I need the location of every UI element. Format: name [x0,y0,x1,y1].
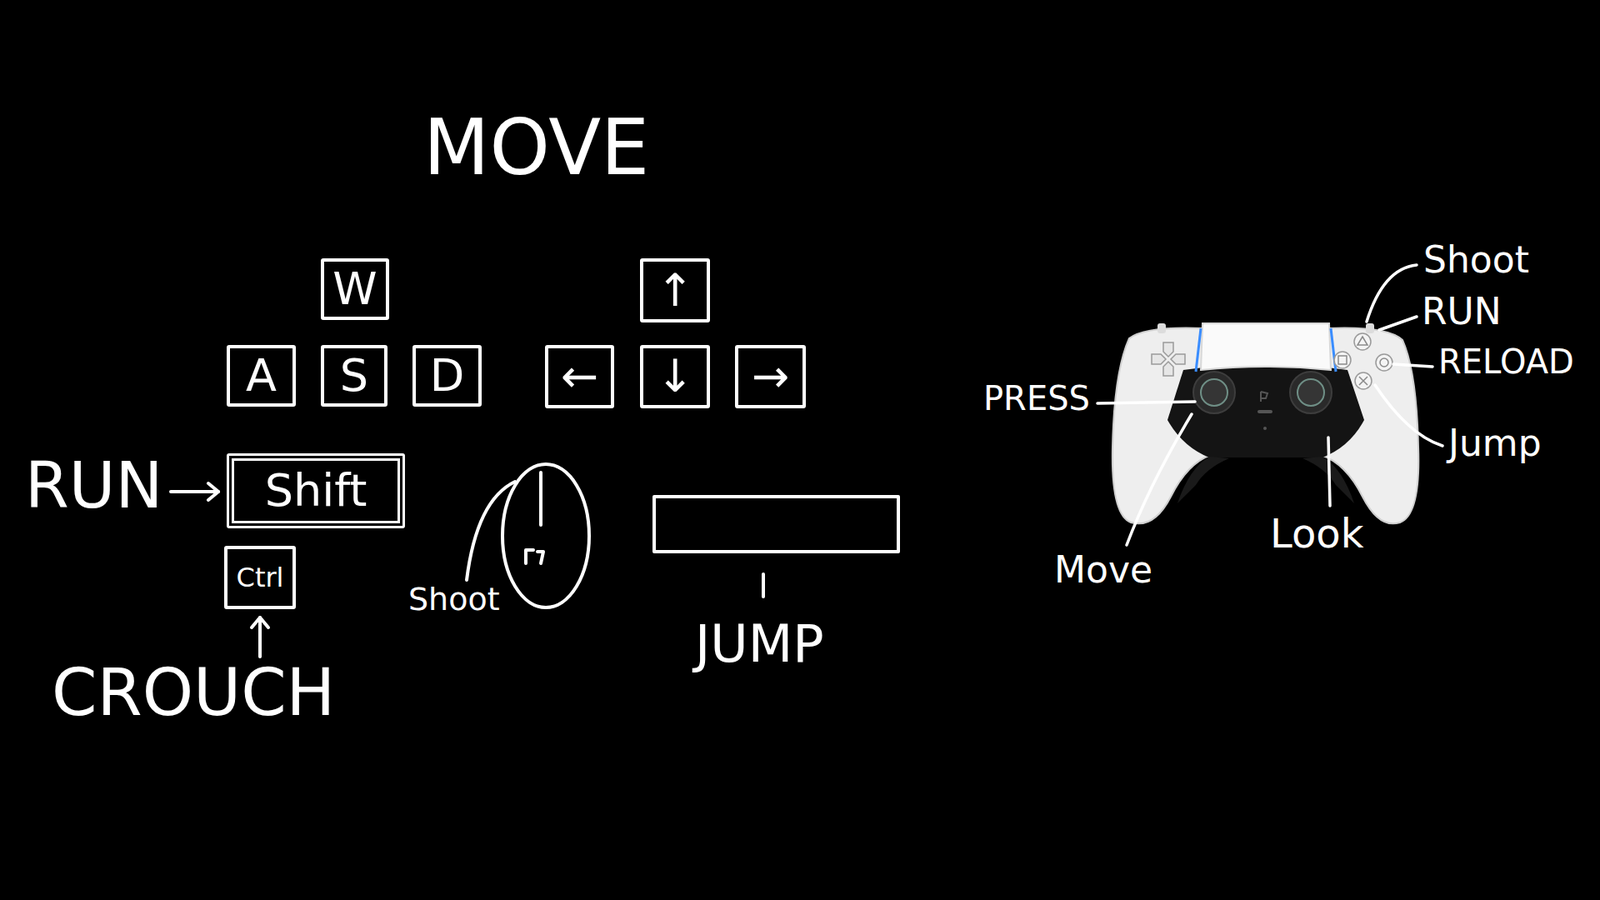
leader-lines [1097,265,1443,545]
button-label: RELOAD [1438,345,1575,379]
arrow-key-box: → [735,345,806,409]
look-leader [1328,437,1330,506]
shoot-leader [1366,265,1417,322]
key-box: D [412,345,482,407]
key-label: → [751,354,790,400]
action-label: Shoot [408,583,500,615]
action-label: JUMP [695,618,825,670]
key-label: W [332,266,377,312]
run-arrow [170,483,219,500]
key-label: Shift [265,468,368,514]
crouch-arrow [251,617,269,657]
key-label: ↓ [655,354,694,400]
button-label: RUN [1421,293,1502,330]
arrow-key-box: ← [545,345,615,409]
heading: MOVE [423,110,650,187]
key-box: S [320,345,388,407]
arrow-key-box: ↑ [640,258,710,323]
action-label: CROUCH [51,660,335,725]
button-label: Jump [1448,425,1542,462]
controller-picture [1112,323,1419,524]
press-leader [1097,401,1195,404]
action-label: RUN [25,454,163,518]
arrow-key-box: ↓ [640,345,710,409]
key-label: S [340,353,369,399]
key-label: Ctrl [236,564,285,591]
key-label: ↑ [655,268,694,314]
ctrl-key-box: Ctrl [224,545,296,610]
key-box: W [320,258,390,320]
key-box: A [226,345,296,407]
spacebar [654,496,899,597]
jump-leader [1375,385,1443,446]
move-leader [1126,414,1192,545]
shift-key-box: Shift [226,453,405,529]
key-label: D [430,353,465,399]
reload-leader [1393,364,1433,367]
button-label: Shoot [1423,241,1530,279]
button-label: Move [1054,551,1153,589]
key-label: A [245,353,277,399]
key-label: ← [560,354,599,400]
run-leader [1379,316,1417,330]
button-label: PRESS [983,381,1090,415]
button-label: Look [1270,513,1364,554]
